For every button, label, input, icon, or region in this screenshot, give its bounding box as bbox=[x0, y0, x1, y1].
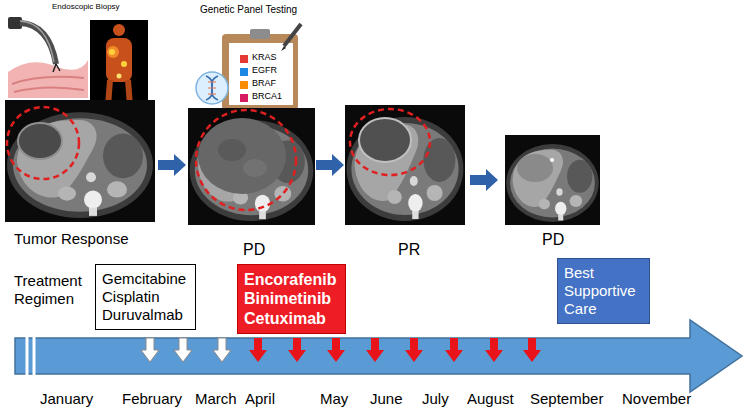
month-label: June bbox=[370, 390, 403, 408]
sequence-arrow bbox=[470, 169, 498, 191]
dna-helix bbox=[206, 76, 218, 100]
tissue bbox=[8, 60, 88, 98]
month-label: March bbox=[195, 390, 237, 408]
sequence-arrow bbox=[158, 154, 186, 176]
endoscope-tube bbox=[20, 23, 56, 64]
pet-torso bbox=[106, 38, 132, 82]
pet-hotspot bbox=[121, 61, 127, 67]
timeline-arrow bbox=[15, 320, 742, 392]
ct-image bbox=[505, 135, 600, 225]
response-label: PD bbox=[542, 230, 564, 249]
pet-image bbox=[90, 20, 148, 108]
regimen-box: Encorafenib Binimetinib Cetuximab bbox=[237, 264, 346, 334]
tumor-marker bbox=[196, 110, 296, 210]
targeted-dose-arrows bbox=[249, 338, 541, 362]
clipboard-paper bbox=[229, 43, 293, 105]
clipboard-clip bbox=[250, 29, 270, 39]
month-label: May bbox=[320, 390, 348, 408]
ct-image bbox=[345, 105, 465, 225]
gene-name: BRAF bbox=[252, 78, 276, 89]
dna-rungs bbox=[208, 82, 216, 94]
gene-name: EGFR bbox=[252, 65, 277, 76]
dna-icon bbox=[196, 72, 228, 104]
pet-liver bbox=[107, 46, 119, 58]
pet-hotspot bbox=[117, 74, 122, 79]
pen-tip bbox=[281, 46, 286, 51]
step-caption: Genetic Panel Testing bbox=[200, 4, 297, 16]
month-label: April bbox=[245, 390, 275, 408]
checkbox bbox=[240, 55, 248, 63]
forceps-tip bbox=[53, 64, 60, 72]
pet-hotspot bbox=[109, 49, 115, 55]
month-label: September bbox=[530, 390, 603, 408]
month-label: February bbox=[122, 390, 182, 408]
checkbox bbox=[240, 81, 248, 89]
row-heading: Treatment Regimen bbox=[14, 272, 82, 308]
month-label: August bbox=[467, 390, 514, 408]
checkbox bbox=[240, 94, 248, 102]
pet-background bbox=[90, 20, 148, 108]
gene-name: BRCA1 bbox=[252, 91, 282, 102]
gene-name: KRAS bbox=[252, 52, 277, 63]
tumor-marker bbox=[350, 109, 430, 175]
month-label: November bbox=[622, 390, 691, 408]
ct-image bbox=[5, 100, 155, 222]
clipboard-icon bbox=[196, 24, 301, 110]
response-label: PR bbox=[398, 240, 420, 259]
care-box: Best Supportive Care bbox=[557, 258, 650, 324]
box-text: Gemcitabine Cisplatin Duruvalmab bbox=[102, 270, 186, 324]
regimen-box: Gemcitabine Cisplatin Duruvalmab bbox=[95, 264, 196, 330]
axis-break bbox=[33, 336, 36, 376]
box-text: Best Supportive Care bbox=[564, 264, 636, 318]
pet-head bbox=[113, 24, 125, 36]
month-label: July bbox=[422, 390, 449, 408]
tumor-marker bbox=[7, 107, 79, 179]
axis-break bbox=[26, 336, 29, 376]
ct-image bbox=[188, 108, 315, 225]
checkbox bbox=[240, 68, 248, 76]
endoscope-highlight bbox=[20, 21, 54, 62]
tissue-fold bbox=[12, 77, 84, 92]
step-caption: Endoscopic Biopsy bbox=[52, 2, 120, 12]
sequence-arrow bbox=[316, 154, 344, 176]
endoscope-icon bbox=[8, 17, 88, 98]
pen bbox=[284, 24, 301, 46]
row-heading: Tumor Response bbox=[14, 230, 129, 248]
box-text: Encorafenib Binimetinib Cetuximab bbox=[244, 270, 336, 328]
endoscope-handle bbox=[8, 17, 22, 29]
month-label: January bbox=[40, 390, 93, 408]
response-label: PD bbox=[243, 240, 265, 259]
chemo-dose-arrows bbox=[141, 338, 231, 362]
